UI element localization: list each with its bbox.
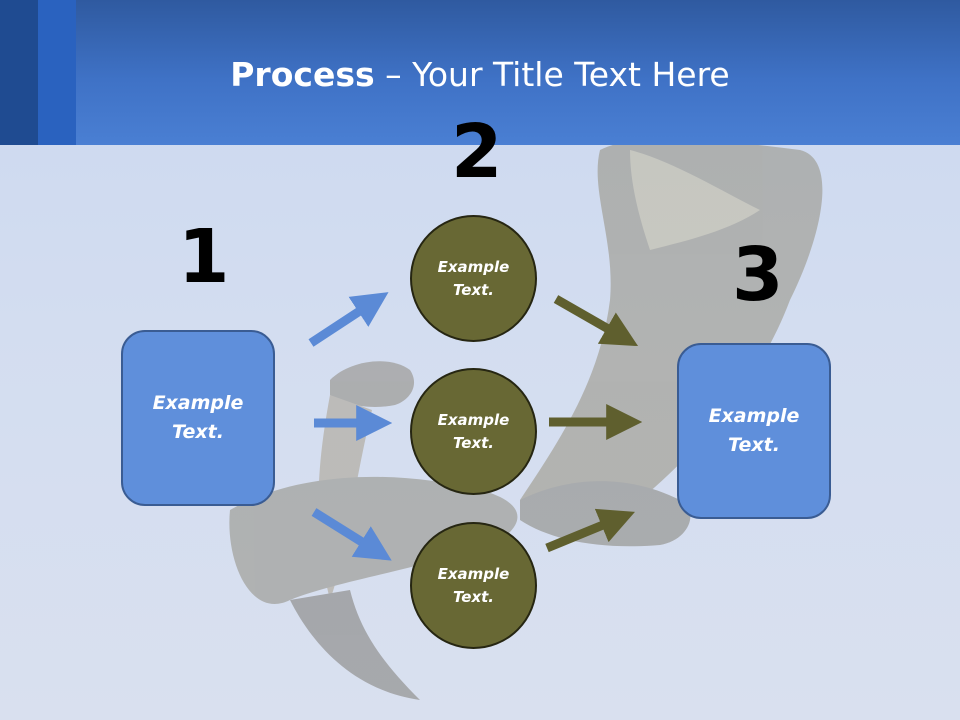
step-number-1: 1 xyxy=(178,214,230,300)
output-box: Example Text. xyxy=(677,343,831,519)
circle-text: Example Text. xyxy=(437,410,510,452)
title-bold: Process xyxy=(230,55,375,94)
circle-text: Example Text. xyxy=(437,257,510,299)
step-number-2: 2 xyxy=(451,109,503,195)
banner-accent-bar xyxy=(38,0,76,145)
slide-title: Process – Your Title Text Here xyxy=(0,52,960,98)
process-circle-2: Example Text. xyxy=(410,368,537,495)
arrow-from-circle-3 xyxy=(545,508,635,553)
circle-text: Example Text. xyxy=(437,564,510,606)
process-circle-1: Example Text. xyxy=(410,215,537,342)
arrow-from-circle-1 xyxy=(553,295,639,347)
input-box-text: Example Text. xyxy=(152,392,244,443)
title-banner: Process – Your Title Text Here xyxy=(0,0,960,145)
arrow-to-circle-3 xyxy=(311,508,392,561)
arrow-to-circle-1 xyxy=(308,292,389,347)
process-circle-3: Example Text. xyxy=(410,522,537,649)
step-number-3: 3 xyxy=(732,232,784,318)
title-rest: – Your Title Text Here xyxy=(374,55,730,94)
input-box: Example Text. xyxy=(121,330,275,506)
output-box-text: Example Text. xyxy=(708,405,800,456)
banner-accent-bar xyxy=(0,0,38,145)
